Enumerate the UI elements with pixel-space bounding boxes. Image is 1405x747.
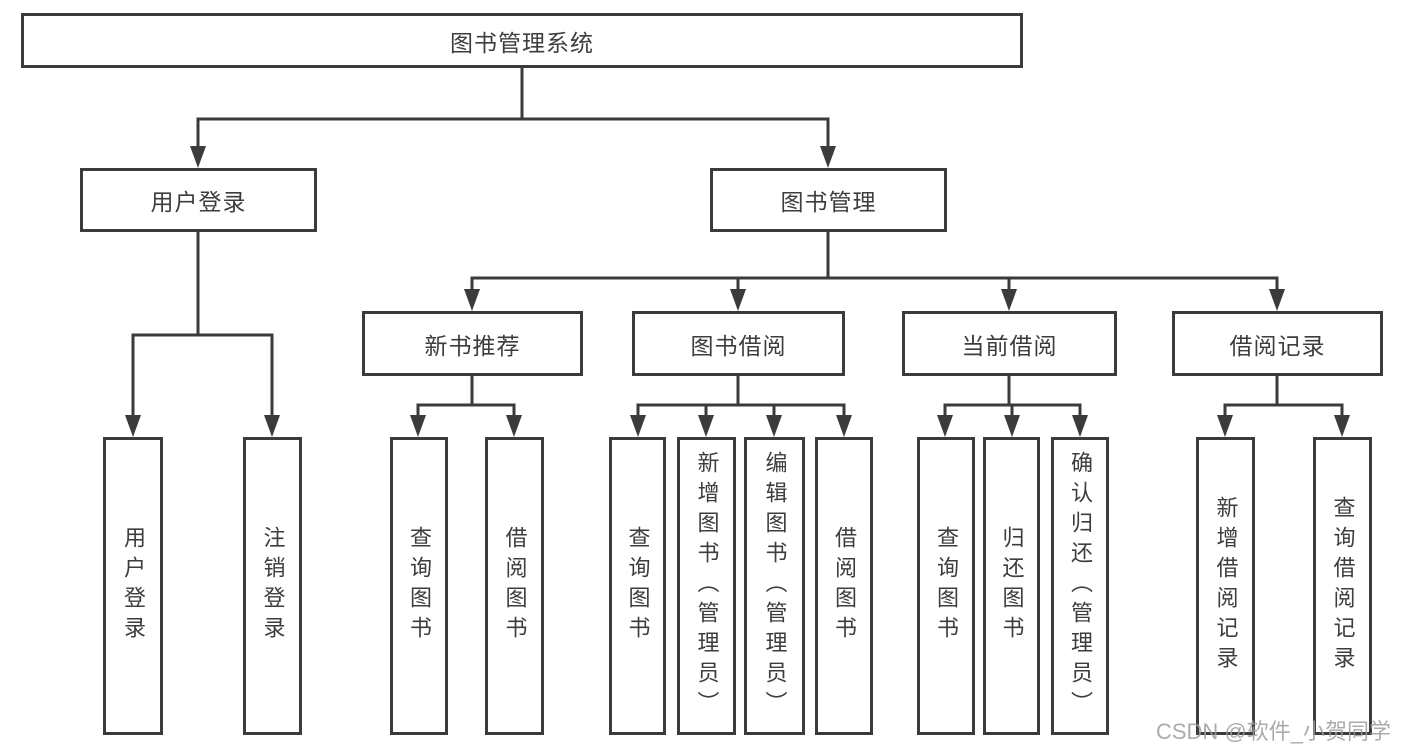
connector-book-borrow-to-leaves — [636, 375, 846, 419]
leaf-label: 借阅图书 — [502, 526, 528, 646]
connector-borrow-records-to-leaves — [1223, 375, 1344, 419]
leaf-user-login: 用户登录 — [103, 437, 163, 735]
node-label: 借阅记录 — [1229, 332, 1326, 359]
leaf-edit-books-admin: 编辑图书（管理员） — [744, 437, 805, 735]
node-label: 当前借阅 — [961, 332, 1058, 359]
leaf-query-books-current: 查询图书 — [917, 437, 975, 735]
leaf-label: 注销登录 — [260, 526, 286, 646]
node-label: 新书推荐 — [424, 332, 521, 359]
node-book-management: 图书管理 — [710, 168, 947, 232]
node-library-management-system: 图书管理系统 — [21, 13, 1023, 68]
connector-book-mgmt-to-level3 — [470, 232, 1279, 293]
leaf-label: 查询图书 — [407, 526, 432, 646]
node-label: 图书借阅 — [690, 332, 787, 359]
leaf-borrow-books-borrowing: 借阅图书 — [815, 437, 873, 735]
leaf-confirm-return-admin: 确认归还（管理员） — [1051, 437, 1109, 735]
leaf-label: 查询图书 — [934, 526, 959, 646]
leaf-query-borrowing-record: 查询借阅记录 — [1313, 437, 1372, 735]
connector-user-login-to-leaves — [131, 232, 274, 419]
node-borrowing-records: 借阅记录 — [1172, 311, 1383, 376]
leaf-label: 归还图书 — [999, 526, 1025, 646]
leaf-return-books: 归还图书 — [983, 437, 1040, 735]
leaf-label: 新增图书（管理员） — [694, 451, 720, 721]
csdn-watermark: CSDN @软件_小贺同学 — [1155, 719, 1391, 744]
node-book-borrowing: 图书借阅 — [632, 311, 845, 376]
node-new-book-recommendation: 新书推荐 — [362, 311, 583, 376]
leaf-query-books-recommend: 查询图书 — [390, 437, 448, 735]
leaf-borrow-books-recommend: 借阅图书 — [485, 437, 544, 735]
leaf-label: 查询图书 — [625, 526, 651, 646]
leaf-label: 新增借阅记录 — [1213, 496, 1239, 676]
leaf-label: 编辑图书（管理员） — [762, 451, 788, 721]
leaf-label: 查询借阅记录 — [1330, 496, 1356, 676]
leaf-add-books-admin: 新增图书（管理员） — [677, 437, 736, 735]
connector-new-book-rec-to-leaves — [416, 375, 516, 419]
node-label: 图书管理系统 — [450, 29, 594, 56]
connector-current-borrow-to-leaves — [943, 375, 1082, 419]
node-user-login: 用户登录 — [80, 168, 317, 232]
node-label: 图书管理 — [780, 189, 877, 215]
leaf-label: 确认归还（管理员） — [1068, 451, 1093, 721]
leaf-logout: 注销登录 — [243, 437, 302, 735]
leaf-label: 用户登录 — [121, 526, 146, 646]
node-current-borrowing: 当前借阅 — [902, 311, 1117, 376]
arrowheads — [125, 146, 1350, 437]
leaf-add-borrowing-record: 新增借阅记录 — [1196, 437, 1255, 735]
leaf-query-books-borrowing: 查询图书 — [609, 437, 666, 735]
node-label: 用户登录 — [150, 189, 247, 215]
leaf-label: 借阅图书 — [832, 526, 857, 646]
connector-root-to-level2 — [196, 68, 830, 150]
